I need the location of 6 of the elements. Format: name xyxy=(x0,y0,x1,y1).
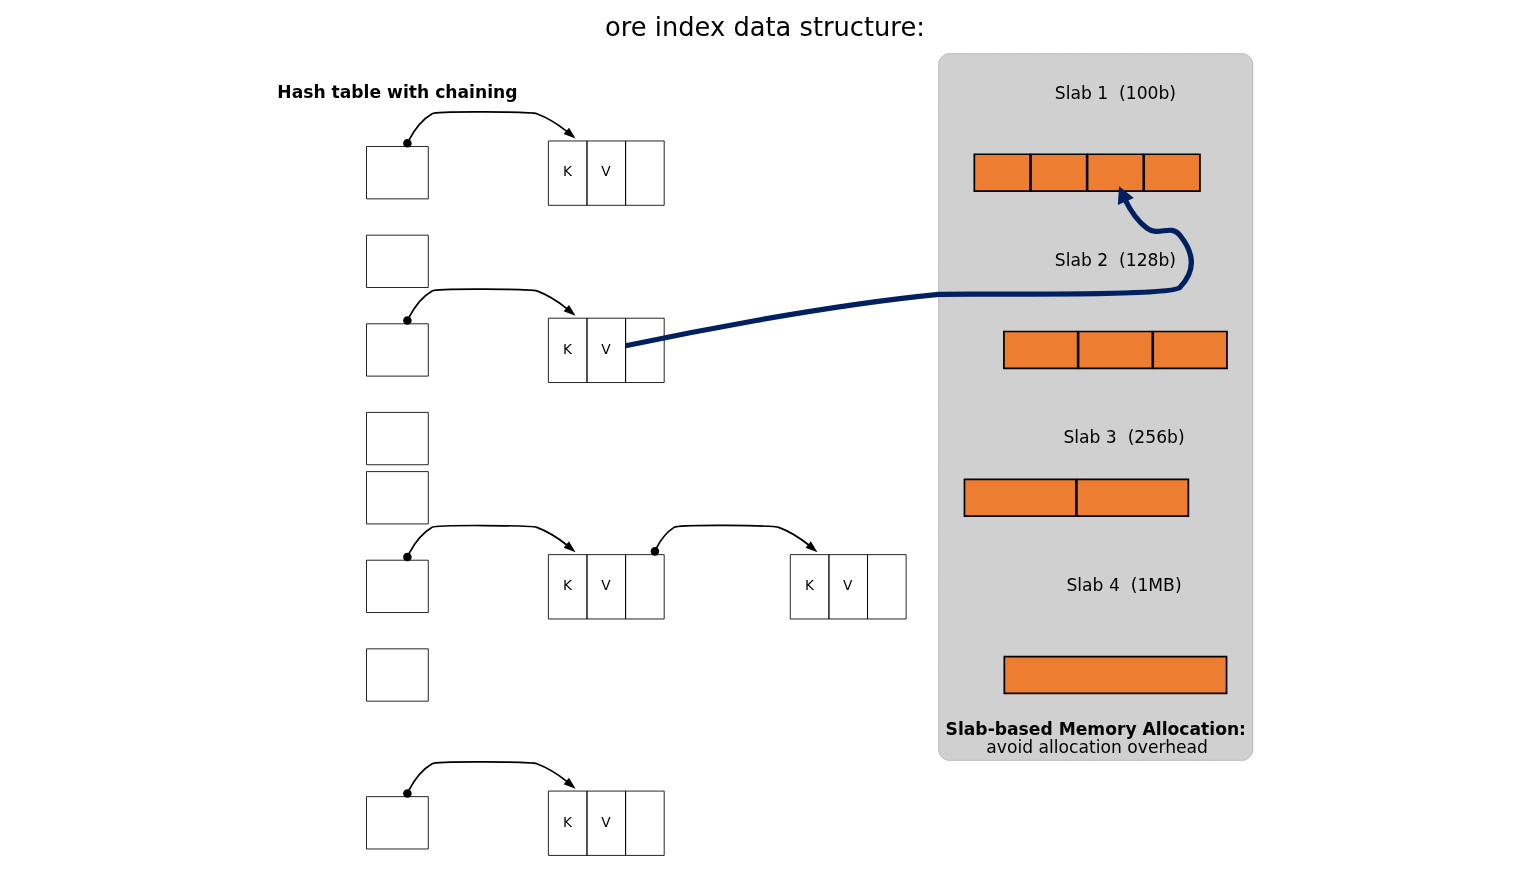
label: Slab 4 (1MB) xyxy=(1065,574,1182,595)
label: Hash table with chaining xyxy=(276,82,518,103)
label: Slab 2 (128b) xyxy=(1054,249,1176,270)
label: Slab 3 (256b) xyxy=(1062,426,1185,447)
diagram-title: ore index data structure: xyxy=(604,11,925,42)
label: Slab 1 (100b) xyxy=(1054,83,1176,104)
